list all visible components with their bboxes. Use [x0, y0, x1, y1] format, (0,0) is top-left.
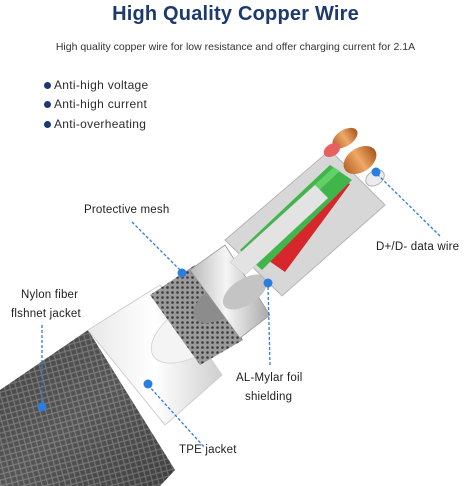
inner-core	[224, 127, 386, 297]
label-tpe: TPE jacket	[179, 444, 237, 456]
feature-item: Anti-high voltage	[44, 78, 149, 92]
bullet-icon	[44, 100, 51, 108]
callout-dot-mylar	[263, 278, 273, 288]
page-subtitle: High quality copper wire for low resista…	[55, 41, 416, 53]
callout-dots	[37, 167, 381, 412]
feature-label: Anti-high current	[54, 97, 148, 111]
feature-label: Anti-overheating	[54, 117, 147, 131]
bullet-icon	[44, 81, 51, 89]
callout-dot-nylon	[37, 402, 47, 412]
feature-label: Anti-high voltage	[54, 78, 149, 92]
callout-line-tpe	[147, 384, 206, 449]
callout-dot-data-wire	[371, 167, 381, 177]
feature-item: Anti-overheating	[44, 117, 146, 131]
label-mylar-line2: shielding	[245, 391, 293, 403]
page-title: High Quality Copper Wire	[112, 3, 359, 25]
foil-shield	[189, 244, 271, 339]
callout-lines	[41, 172, 441, 449]
label-nylon-line1: Nylon fiber	[21, 289, 79, 301]
bullet-icon	[44, 120, 51, 128]
nylon-jacket	[0, 330, 175, 486]
callout-line-data-wire	[375, 172, 441, 237]
callout-dot-protective-mesh	[177, 268, 187, 278]
feature-item: Anti-high current	[44, 97, 147, 111]
callout-line-mylar	[267, 284, 271, 366]
label-data-wire: D+/D- data wire	[376, 241, 460, 253]
label-mylar-line1: AL-Mylar foil	[236, 372, 303, 384]
callout-dot-tpe	[143, 379, 153, 389]
callout-line-protective-mesh	[131, 221, 183, 273]
label-protective-mesh: Protective mesh	[84, 204, 170, 216]
label-nylon-line2: flshnet jacket	[11, 308, 81, 320]
